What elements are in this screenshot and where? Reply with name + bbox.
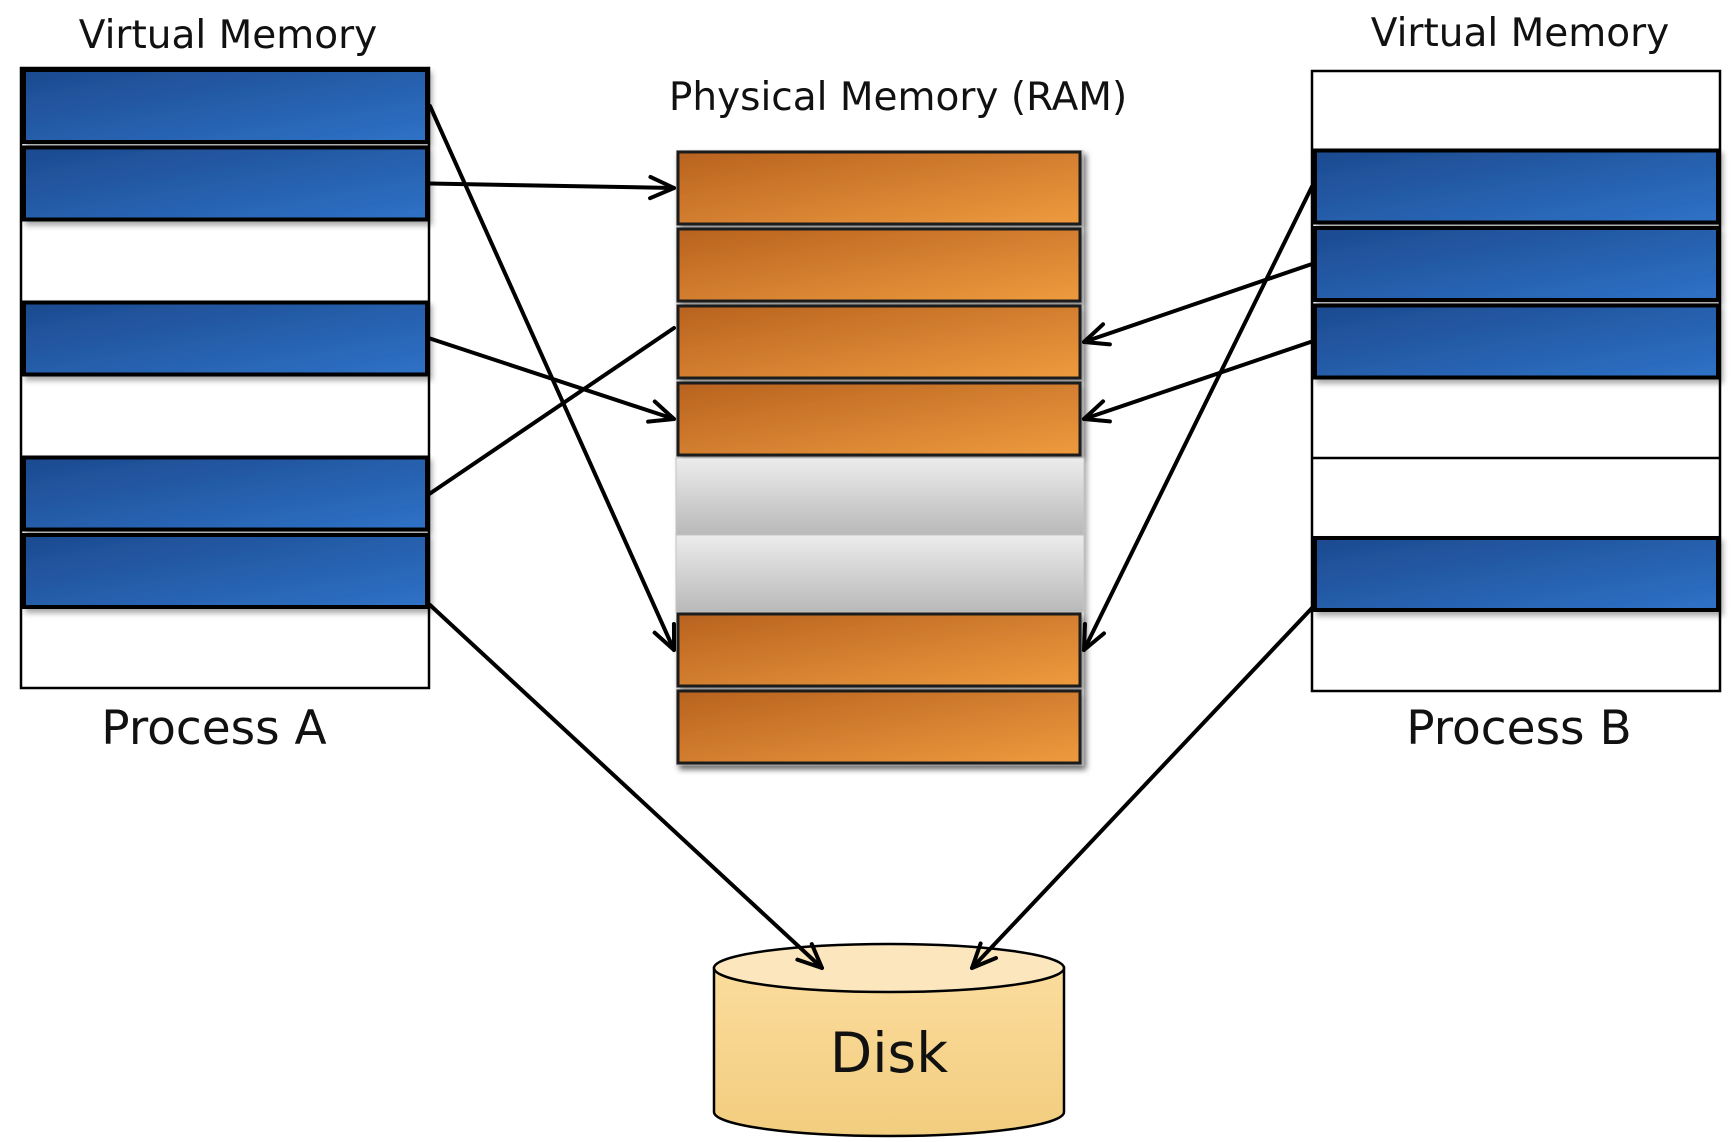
- mapping-arrow-3: [428, 104, 676, 652]
- disk-body: [712, 966, 1066, 1138]
- mapping-arrow-8: [1082, 184, 1314, 652]
- mapping-arrows: [428, 104, 1314, 970]
- ram-frame-4: [676, 381, 1082, 457]
- disk-top: [712, 942, 1066, 994]
- physical-memory-ram: [675, 150, 1085, 766]
- disk-label: Disk: [830, 1021, 948, 1085]
- process-a-virtual-memory-title: Virtual Memory: [79, 13, 377, 58]
- mapping-arrow-7: [1082, 339, 1314, 424]
- process-b-virtual-memory-title: Virtual Memory: [1371, 11, 1669, 56]
- mapping-arrow-6: [1082, 262, 1314, 347]
- ram-frame-1: [676, 150, 1082, 226]
- process-b-page-7: [1313, 536, 1720, 612]
- mapping-arrow-4: [428, 326, 676, 496]
- ram-free-frame-6: [675, 534, 1085, 613]
- mapping-arrow-5: [428, 603, 824, 970]
- process-b-page-2: [1313, 148, 1720, 225]
- process-a-page-4: [22, 300, 429, 377]
- ram-free-frame-5: [675, 457, 1085, 536]
- process-b-label: Process B: [1406, 701, 1631, 756]
- process-a-page-2: [22, 145, 429, 222]
- disk: Disk: [712, 942, 1066, 1138]
- process-b-pages: [1313, 148, 1720, 612]
- process-a-label: Process A: [101, 701, 326, 756]
- physical-memory-title: Physical Memory (RAM): [669, 75, 1127, 120]
- mapping-arrow-1: [428, 174, 676, 201]
- process-a-page-7: [22, 533, 429, 609]
- ram-frames: [675, 150, 1085, 765]
- process-a-pages: [22, 68, 429, 609]
- ram-frame-2: [676, 227, 1082, 303]
- process-a-page-1: [22, 68, 429, 144]
- ram-frame-8: [676, 689, 1082, 765]
- process-a-page-6: [22, 455, 429, 532]
- process-b-page-3: [1313, 226, 1720, 302]
- process-b-virtual-memory: [1310, 69, 1722, 693]
- ram-frame-3: [676, 304, 1082, 380]
- process-a-virtual-memory: [19, 66, 431, 690]
- process-b-page-4: [1313, 303, 1720, 380]
- ram-frame-7: [676, 612, 1082, 688]
- mapping-arrow-9: [970, 606, 1314, 970]
